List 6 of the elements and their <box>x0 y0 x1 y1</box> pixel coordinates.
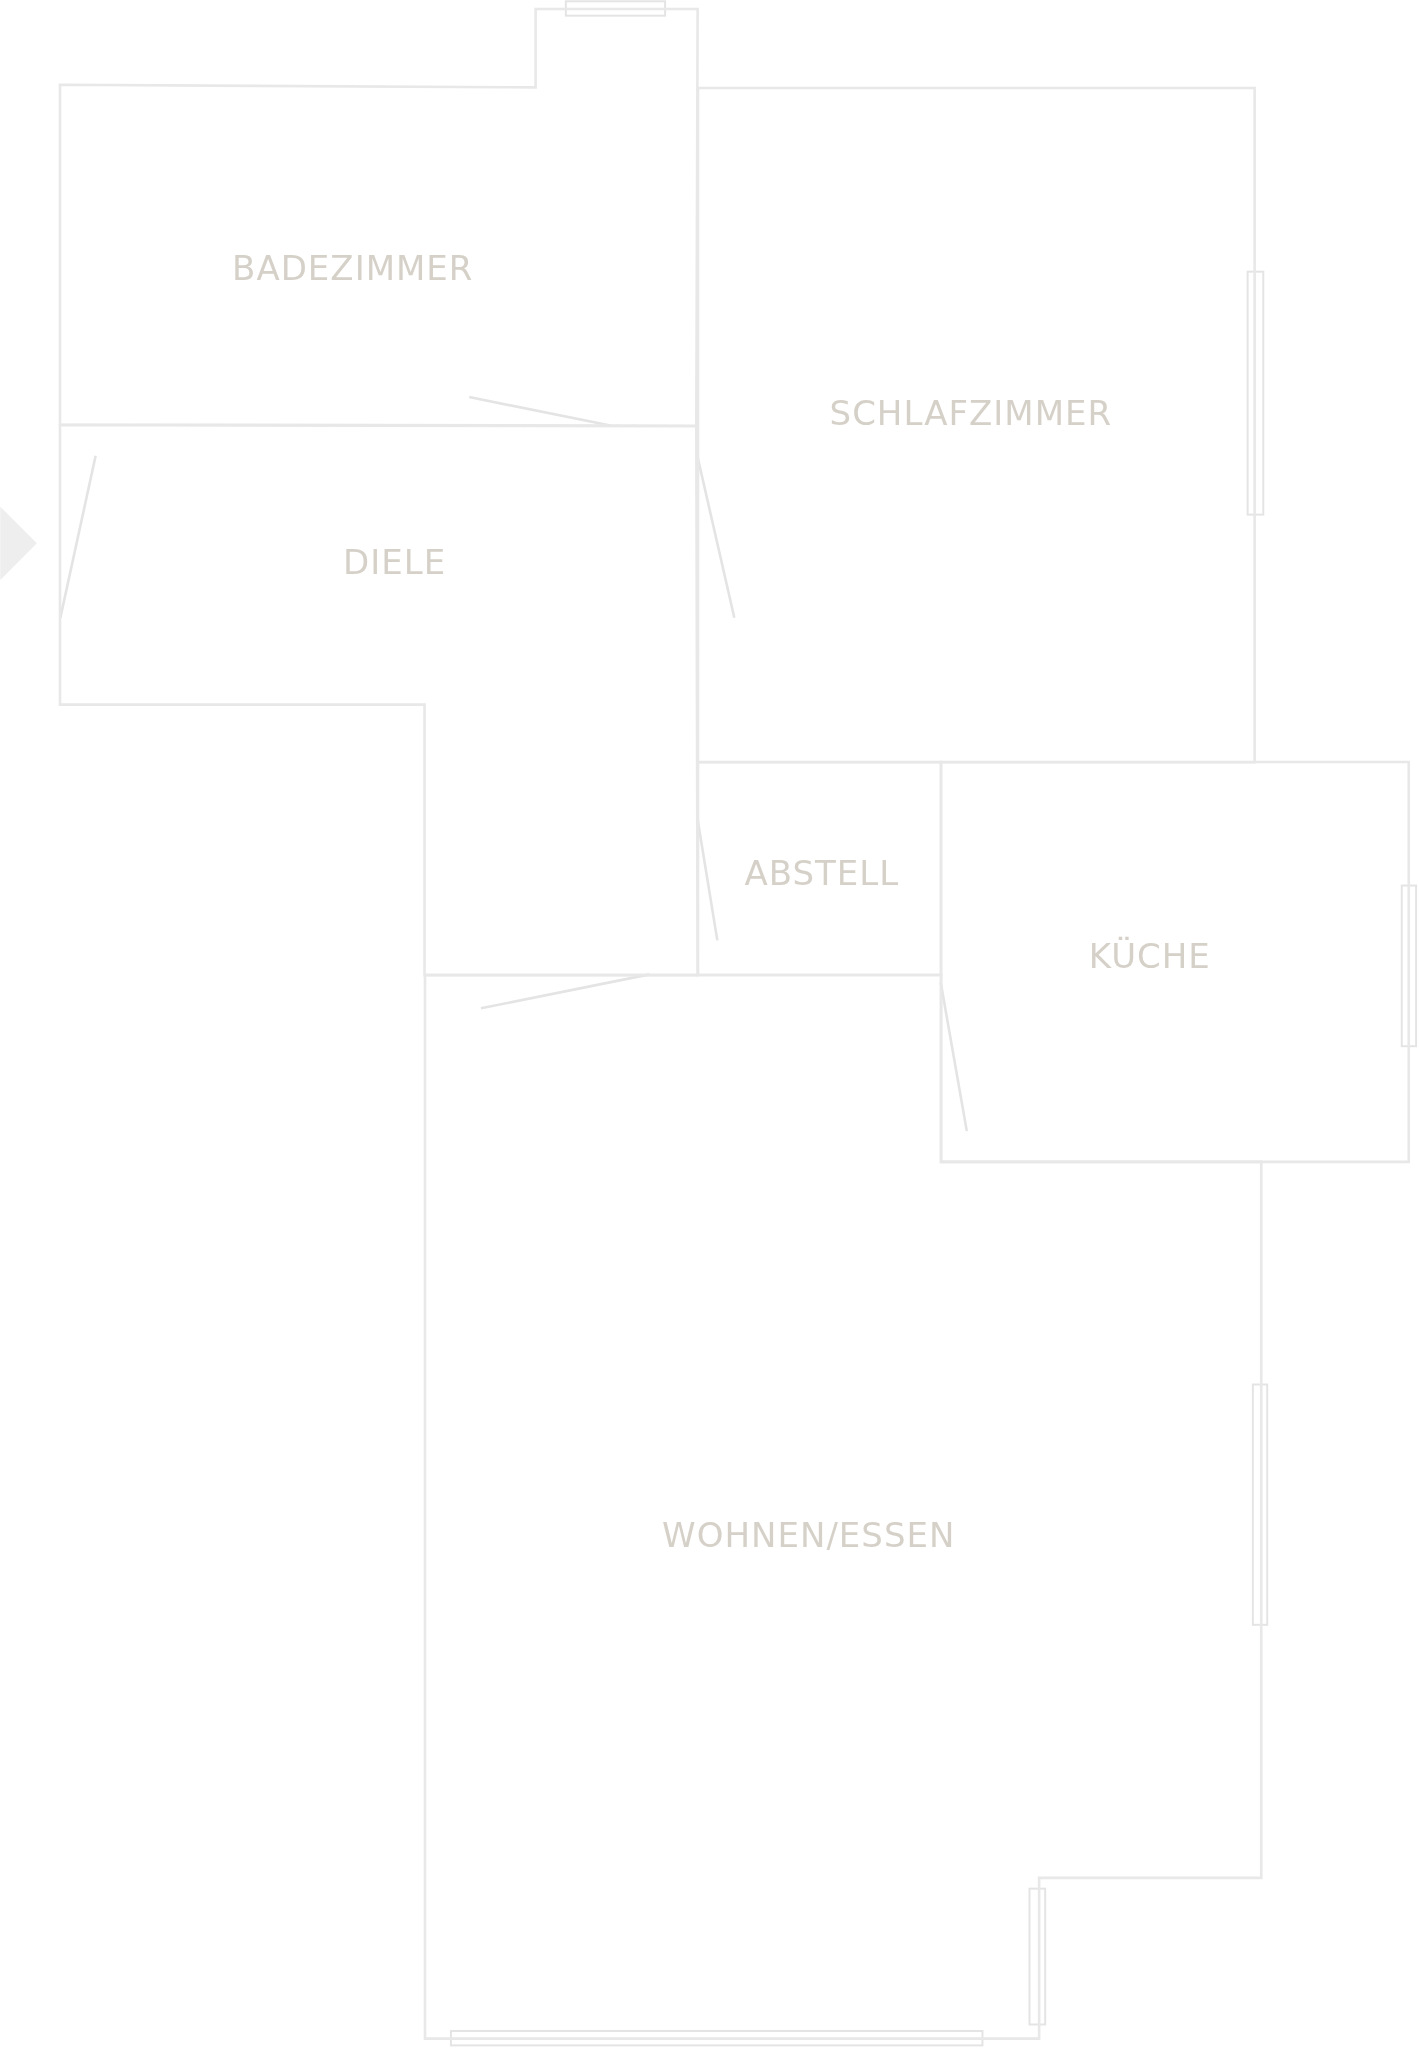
room-outline <box>697 87 1255 762</box>
room-outline <box>424 974 1261 2039</box>
room-outline <box>60 9 698 426</box>
room-outline <box>940 761 1409 1162</box>
room-outline <box>697 761 941 975</box>
room-outline <box>60 424 698 975</box>
